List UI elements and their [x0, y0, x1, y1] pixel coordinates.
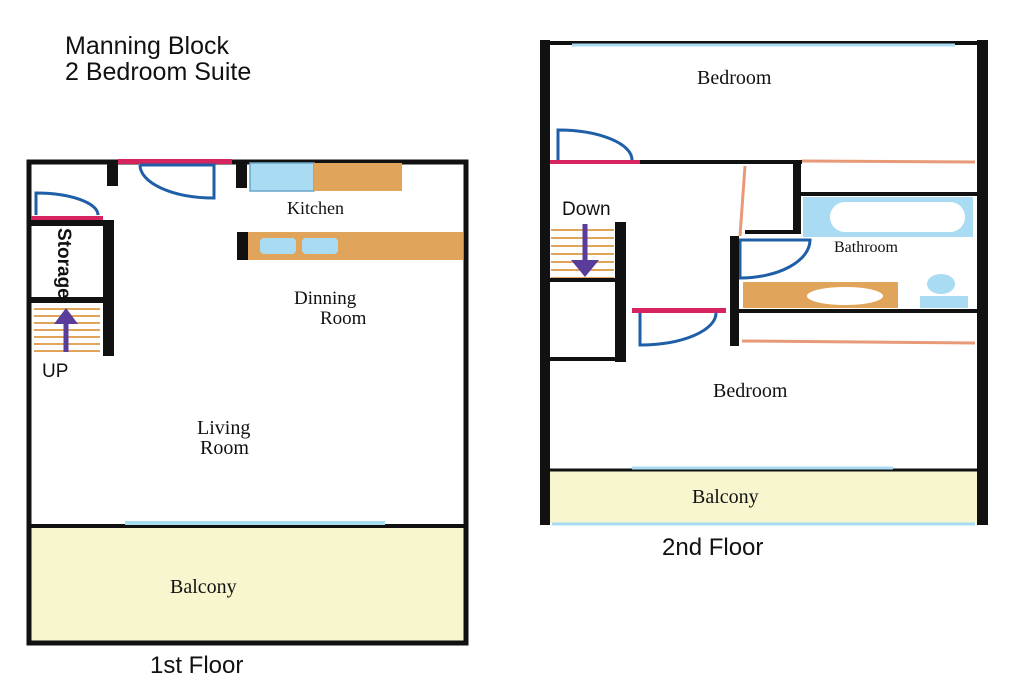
- title-line-1: Manning Block: [65, 32, 229, 60]
- bedroom-bottom-label: Bedroom: [713, 380, 788, 402]
- stairs-up: [32, 303, 102, 355]
- second-floor-balcony-label: Balcony: [692, 486, 759, 508]
- title-line-2: 2 Bedroom Suite: [65, 58, 251, 86]
- storage-wall-top: [29, 220, 113, 226]
- front-door-frame: [118, 159, 232, 164]
- second-floor-caption: 2nd Floor: [662, 534, 763, 561]
- bathtub-basin: [830, 202, 965, 232]
- bathroom-label: Bathroom: [834, 239, 899, 256]
- kitchen-label: Kitchen: [287, 198, 344, 218]
- bedroom-top-door-icon: [556, 128, 634, 161]
- stove-burner-2: [302, 238, 338, 254]
- stairs-down: [551, 224, 614, 279]
- stairs-down-arrow-icon: [571, 260, 599, 277]
- living-room-label-line-1: Living: [197, 417, 250, 439]
- first-floor-balcony: [29, 526, 466, 643]
- toilet-tank: [927, 274, 955, 294]
- toilet-base: [920, 296, 968, 308]
- storage-label: Storage: [53, 228, 74, 299]
- dining-label-line-1: Dinning: [294, 288, 357, 309]
- storage-door-icon: [34, 191, 100, 216]
- storage-wall-bottom: [29, 297, 113, 303]
- closet-partition-left: [738, 165, 747, 237]
- kitchen-island-wall: [237, 232, 248, 260]
- second-floor: Bedroom Bathroom Down: [540, 40, 988, 526]
- second-floor-left-wall: [540, 40, 550, 525]
- second-floor-right-wall: [977, 40, 988, 525]
- closet-partition-top: [801, 159, 976, 164]
- stove-burner-1: [260, 238, 296, 254]
- bathroom-wall-left: [730, 236, 739, 346]
- bedroom-bottom-door-frame: [632, 308, 726, 313]
- bedroom-partition-bottom: [741, 339, 976, 345]
- kitchen-counter-top: [314, 163, 402, 191]
- first-floor-caption: 1st Floor: [150, 652, 243, 679]
- bedroom-top-door-frame: [550, 160, 642, 164]
- first-floor: Kitchen Dinning Room Storage: [26, 159, 469, 646]
- kitchen-sink: [249, 162, 315, 192]
- storage-door-frame: [31, 216, 103, 220]
- storage-wall-side: [103, 220, 114, 356]
- second-floor-balcony: [548, 470, 977, 523]
- stairs-down-label: Down: [562, 199, 611, 220]
- bedroom-bottom-door-icon: [638, 312, 718, 347]
- front-door-icon: [138, 163, 216, 200]
- first-floor-outline: [26, 159, 469, 646]
- stairs-up-label: UP: [42, 361, 68, 382]
- living-room-label-line-2: Room: [200, 437, 249, 459]
- dining-label-line-2: Room: [320, 308, 367, 329]
- bedroom-top-label: Bedroom: [697, 67, 772, 89]
- bathroom-door-icon: [738, 238, 812, 280]
- stairs-up-arrow-icon: [54, 308, 78, 324]
- wall-stub-right: [236, 162, 247, 188]
- wall-stub-left: [107, 162, 118, 186]
- vanity-sink: [807, 287, 883, 305]
- closet-wall-right: [793, 162, 801, 234]
- stairwell-wall-right: [615, 222, 626, 362]
- first-floor-balcony-label: Balcony: [170, 576, 237, 598]
